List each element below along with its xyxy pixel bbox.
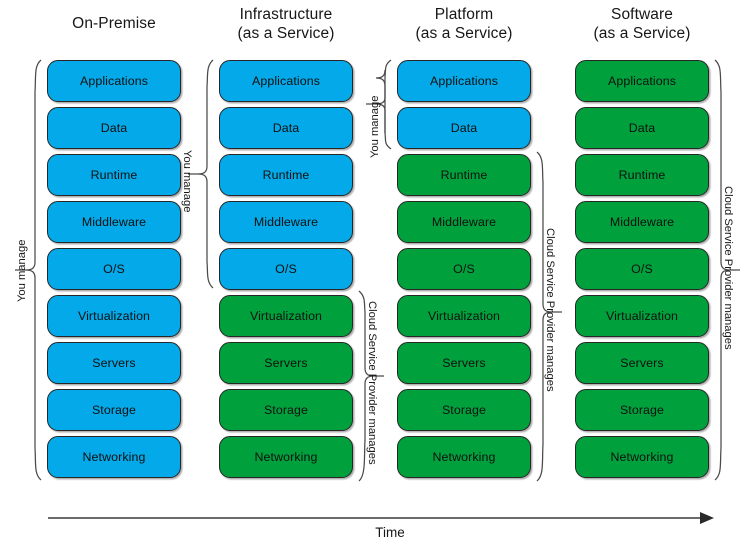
- layer-label: Runtime: [262, 168, 310, 182]
- layer-box-saas-applications[interactable]: Applications: [575, 60, 709, 102]
- layer-label: Storage: [91, 403, 137, 417]
- layer-box-paas-data[interactable]: Data: [397, 107, 531, 149]
- layer-box-saas-networking[interactable]: Networking: [575, 436, 709, 478]
- annotation-saas-provider-manages: Cloud Service Provider manages: [722, 186, 734, 350]
- layer-box-iaas-virtualization[interactable]: Virtualization: [219, 295, 353, 337]
- layer-label: O/S: [631, 262, 653, 276]
- layer-label: Networking: [610, 450, 674, 464]
- annotation-paas-you-manage: You manage: [369, 95, 381, 158]
- layer-box-saas-storage[interactable]: Storage: [575, 389, 709, 431]
- layer-box-on-premise-data[interactable]: Data: [47, 107, 181, 149]
- brace-iaas-you-manage-left: [188, 59, 214, 289]
- layer-box-iaas-servers[interactable]: Servers: [219, 342, 353, 384]
- layer-label: Runtime: [440, 168, 488, 182]
- annotation-iaas-provider-manages: Cloud Service Provider manages: [366, 301, 378, 465]
- brace-saas-provider-manages-right: [714, 59, 740, 481]
- layer-box-iaas-networking[interactable]: Networking: [219, 436, 353, 478]
- layer-label: Servers: [92, 356, 136, 370]
- layer-label: Applications: [607, 74, 676, 88]
- layer-label: Data: [628, 121, 656, 135]
- layer-box-iaas-applications[interactable]: Applications: [219, 60, 353, 102]
- column-header-line1: On-Premise: [72, 15, 156, 32]
- layer-box-paas-os[interactable]: O/S: [397, 248, 531, 290]
- layer-label: Servers: [442, 356, 486, 370]
- layer-box-saas-runtime[interactable]: Runtime: [575, 154, 709, 196]
- column-header-line1: Software: [611, 6, 673, 23]
- layer-label: Networking: [254, 450, 318, 464]
- layer-label: Runtime: [618, 168, 666, 182]
- brace-iaas-provider-manages-right: [358, 290, 384, 482]
- brace-paas-provider-manages-right: [536, 151, 562, 482]
- layer-box-saas-os[interactable]: O/S: [575, 248, 709, 290]
- layer-box-iaas-os[interactable]: O/S: [219, 248, 353, 290]
- column-header-software: Software (as a Service): [564, 5, 720, 43]
- layer-box-paas-storage[interactable]: Storage: [397, 389, 531, 431]
- layer-box-on-premise-middleware[interactable]: Middleware: [47, 201, 181, 243]
- layer-box-iaas-storage[interactable]: Storage: [219, 389, 353, 431]
- layer-label: Middleware: [609, 215, 675, 229]
- column-header-platform: Platform (as a Service): [386, 5, 542, 43]
- column-header-line1: Platform: [434, 6, 494, 23]
- layer-label: Middleware: [253, 215, 319, 229]
- layer-label: Storage: [619, 403, 665, 417]
- layer-box-on-premise-os[interactable]: O/S: [47, 248, 181, 290]
- column-header-line2: (as a Service): [237, 25, 335, 42]
- layer-box-paas-runtime[interactable]: Runtime: [397, 154, 531, 196]
- layer-label: Virtualization: [605, 309, 679, 323]
- column-header-on-premise: On-Premise: [38, 14, 190, 33]
- layer-label: Virtualization: [77, 309, 151, 323]
- column-header-line1: Infrastructure: [239, 6, 333, 23]
- layer-label: Data: [272, 121, 300, 135]
- column-header-line2: (as a Service): [415, 25, 513, 42]
- layer-box-paas-applications[interactable]: Applications: [397, 60, 531, 102]
- brace-paas-you-manage-left: [366, 59, 392, 150]
- layer-box-iaas-data[interactable]: Data: [219, 107, 353, 149]
- layer-box-iaas-middleware[interactable]: Middleware: [219, 201, 353, 243]
- layer-label: Applications: [429, 74, 498, 88]
- layer-box-on-premise-networking[interactable]: Networking: [47, 436, 181, 478]
- layer-box-on-premise-applications[interactable]: Applications: [47, 60, 181, 102]
- layer-box-on-premise-runtime[interactable]: Runtime: [47, 154, 181, 196]
- layer-label: Applications: [79, 74, 148, 88]
- layer-label: O/S: [453, 262, 475, 276]
- layer-box-paas-middleware[interactable]: Middleware: [397, 201, 531, 243]
- time-axis-arrow: [48, 512, 714, 524]
- time-axis-label: Time: [375, 525, 405, 540]
- layer-label: Data: [450, 121, 478, 135]
- layer-label: O/S: [103, 262, 125, 276]
- brace-on-premise-you-manage: [15, 59, 42, 481]
- layer-label: Servers: [620, 356, 664, 370]
- layer-label: Applications: [251, 74, 320, 88]
- layer-label: Middleware: [431, 215, 497, 229]
- layer-box-paas-networking[interactable]: Networking: [397, 436, 531, 478]
- layer-label: Virtualization: [427, 309, 501, 323]
- layer-box-on-premise-storage[interactable]: Storage: [47, 389, 181, 431]
- layer-box-on-premise-virtualization[interactable]: Virtualization: [47, 295, 181, 337]
- layer-box-iaas-runtime[interactable]: Runtime: [219, 154, 353, 196]
- layer-label: Networking: [82, 450, 146, 464]
- column-header-infrastructure: Infrastructure (as a Service): [208, 5, 364, 43]
- annotation-on-premise-you-manage: You manage: [16, 239, 28, 302]
- layer-label: Data: [100, 121, 128, 135]
- layer-label: Storage: [263, 403, 309, 417]
- annotation-iaas-you-manage: You manage: [181, 150, 193, 213]
- layer-box-paas-virtualization[interactable]: Virtualization: [397, 295, 531, 337]
- layer-box-paas-servers[interactable]: Servers: [397, 342, 531, 384]
- annotation-paas-provider-manages: Cloud Service Provider manages: [544, 228, 556, 392]
- layer-label: O/S: [275, 262, 297, 276]
- layer-box-saas-virtualization[interactable]: Virtualization: [575, 295, 709, 337]
- layer-label: Servers: [264, 356, 308, 370]
- layer-box-saas-servers[interactable]: Servers: [575, 342, 709, 384]
- layer-label: Storage: [441, 403, 487, 417]
- layer-label: Networking: [432, 450, 496, 464]
- layer-label: Middleware: [81, 215, 147, 229]
- layer-box-saas-data[interactable]: Data: [575, 107, 709, 149]
- layer-box-saas-middleware[interactable]: Middleware: [575, 201, 709, 243]
- layer-label: Virtualization: [249, 309, 323, 323]
- column-header-line2: (as a Service): [593, 25, 691, 42]
- layer-label: Runtime: [90, 168, 138, 182]
- layer-box-on-premise-servers[interactable]: Servers: [47, 342, 181, 384]
